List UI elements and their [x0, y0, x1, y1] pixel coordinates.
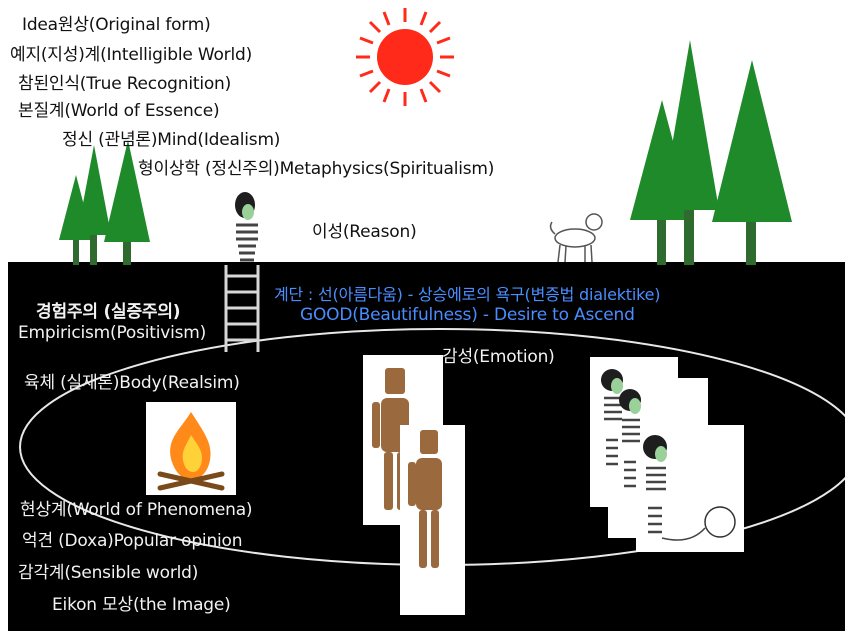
metaphysics-label: 형이상학 (정신주의)Metaphysics(Spiritualism) — [138, 154, 494, 179]
ladder-icon — [226, 265, 258, 352]
emotion-label: 감성(Emotion) — [442, 342, 555, 367]
mind-label: 정신 (관념론)Mind(Idealism) — [62, 125, 280, 150]
sensible-world-label: 감각계(Sensible world) — [18, 558, 198, 583]
world-of-essence-label: 본질계(World of Essence) — [18, 96, 219, 121]
ladder-note-korean: 계단 : 선(아름다움) - 상승에로의 욕구(변증법 dialektike) — [274, 281, 660, 305]
ladder-note-english: GOOD(Beautifulness) - Desire to Ascend — [300, 305, 635, 325]
tree-icon — [712, 60, 792, 265]
doxa-label: 억견 (Doxa)Popular opinion — [22, 526, 242, 551]
body-label: 육체 (실재론)Body(Realsim) — [24, 368, 240, 393]
true-recognition-label: 참된인식(True Recognition) — [18, 69, 231, 94]
world-of-phenomena-label: 현상계(World of Phenomena) — [20, 495, 252, 520]
eikon-label: Eikon 모상(the Image) — [52, 590, 231, 615]
reason-label: 이성(Reason) — [312, 217, 417, 242]
empiricism-korean-label: 경험주의 (실증주의) — [36, 297, 180, 322]
intelligible-world-label: 예지(지성)계(Intelligible World) — [10, 40, 252, 65]
wooden-figure-icon — [400, 425, 465, 615]
idea-label: Idea원상(Original form) — [22, 10, 211, 35]
empiricism-label: Empiricism(Positivism) — [18, 323, 206, 343]
prisoner-icon — [235, 192, 258, 260]
sun-icon — [356, 8, 454, 106]
fire-icon — [146, 402, 236, 495]
dog-icon — [551, 214, 602, 262]
prisoner-icon — [590, 357, 744, 552]
